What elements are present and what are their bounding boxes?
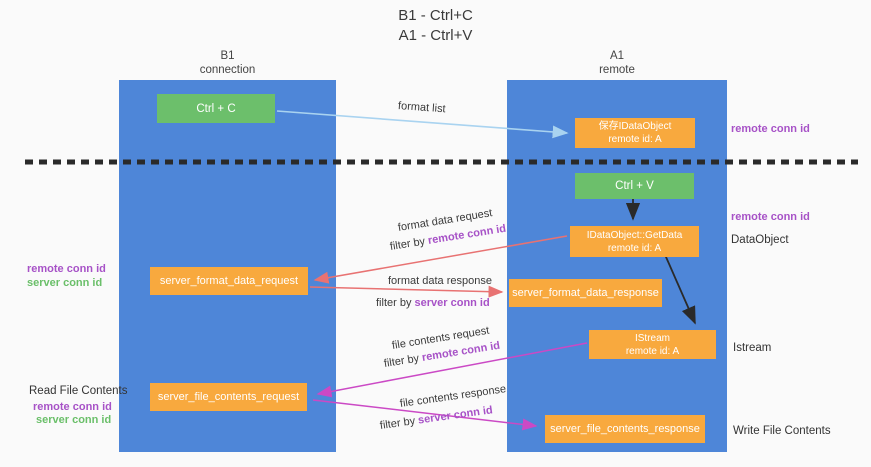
save-dataobject-line2: remote id: A: [608, 134, 662, 145]
ctrl-c-label: Ctrl + C: [196, 102, 236, 115]
lane-header-b1: B1 connection: [119, 49, 336, 77]
format-data-response-label: format data response: [388, 275, 492, 287]
ctrl-c-box: Ctrl + C: [157, 94, 275, 123]
file-contents-response-arrow: [312, 399, 538, 431]
server-format-data-response-label: server_format_data_response: [512, 287, 659, 299]
server-format-data-response-box: server_format_data_response: [509, 279, 662, 307]
lane-a1-role: remote: [599, 64, 635, 76]
dataobject-label: DataObject: [731, 234, 789, 246]
file-contents-request-arrow: [316, 342, 588, 398]
server-file-contents-request-box: server_file_contents_request: [150, 383, 307, 411]
format-list-arrow: [276, 110, 569, 139]
read-file-contents-label: Read File Contents: [29, 385, 128, 397]
lane-b1-name: B1: [220, 50, 235, 62]
getdata-line2: remote id: A: [607, 242, 662, 254]
server-file-contents-request-label: server_file_contents_request: [157, 391, 300, 403]
format-data-response-arrow: [309, 285, 504, 298]
server-conn-id-left-1: server conn id: [27, 277, 103, 289]
istream-line1: IStream: [634, 332, 670, 344]
title-line-1: B1 - Ctrl+C: [398, 7, 473, 24]
server-conn-id-left-2: server conn id: [36, 414, 112, 426]
filter-server-conn-id-label-1: filter by server conn id: [376, 297, 490, 309]
lane-header-a1: A1 remote: [507, 49, 727, 77]
server-format-data-request-box: server_format_data_request: [150, 267, 308, 295]
format-data-request-arrow: [313, 235, 568, 284]
istream-side-label: Istream: [733, 342, 772, 354]
server-file-contents-response-label: server_file_contents_response: [550, 423, 700, 435]
lane-b1-role: connection: [199, 64, 256, 76]
istream-line2: remote id: A: [625, 345, 680, 357]
lane-a1-name: A1: [609, 50, 625, 62]
ctrl-v-box: Ctrl + V: [575, 173, 694, 199]
remote-conn-id-left-2: remote conn id: [33, 401, 112, 413]
diagram-title: B1 - Ctrl+C A1 - Ctrl+V: [0, 6, 871, 46]
write-file-contents-label: Write File Contents: [733, 425, 831, 437]
save-dataobject-box: 保存IDataObject remote id: A: [575, 118, 695, 148]
getdata-box: IDataObject::GetData remote id: A: [570, 226, 699, 257]
server-file-contents-response-box: server_file_contents_response: [545, 415, 705, 443]
remote-conn-id-left-1: remote conn id: [27, 263, 106, 275]
getdata-line1: IDataObject::GetData: [586, 229, 683, 241]
remote-conn-id-right-1: remote conn id: [731, 123, 810, 135]
title-line-2: A1 - Ctrl+V: [398, 27, 473, 44]
ctrl-v-label: Ctrl + V: [615, 180, 654, 192]
server-format-data-request-label: server_format_data_request: [159, 275, 299, 287]
save-dataobject-line1: 保存IDataObject: [598, 121, 672, 132]
remote-conn-id-right-2: remote conn id: [731, 211, 810, 223]
istream-box: IStream remote id: A: [589, 330, 716, 359]
